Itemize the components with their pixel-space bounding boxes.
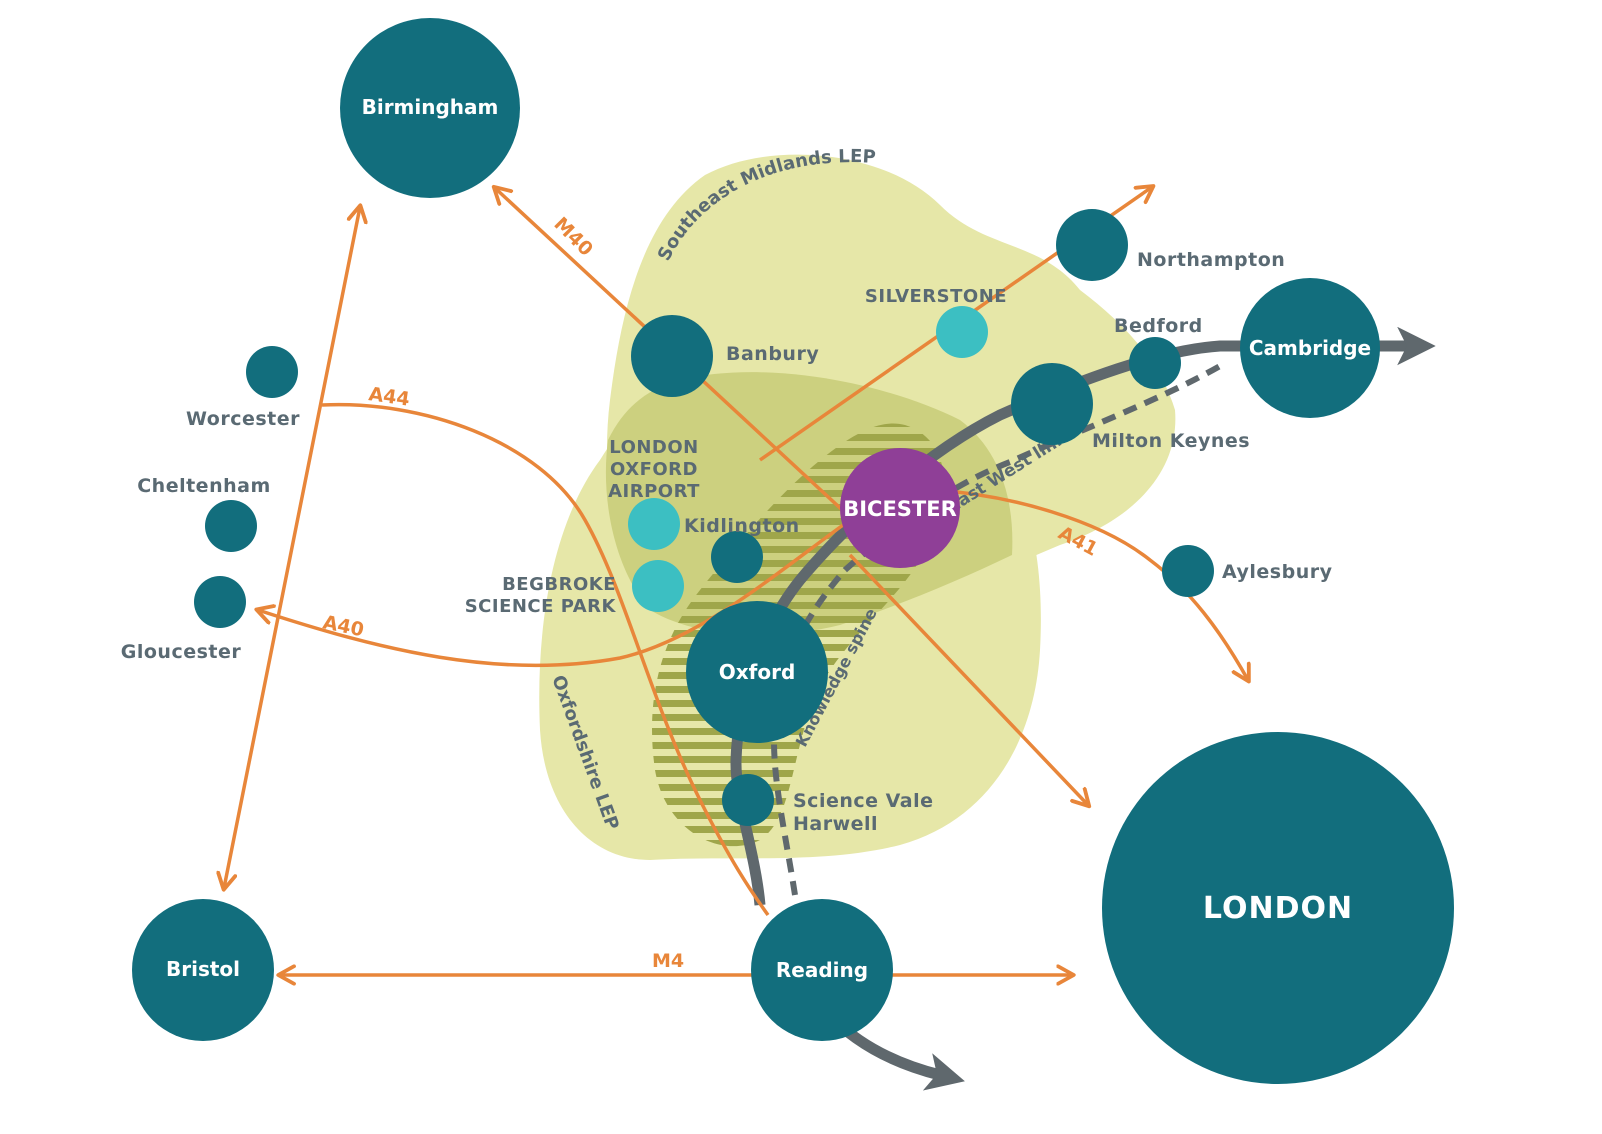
aylesbury-marker [1162, 545, 1214, 597]
road-bicester-london [848, 553, 1088, 805]
northampton-label: Northampton [1137, 249, 1285, 271]
cheltenham-label: Cheltenham [137, 475, 271, 497]
banbury-label: Banbury [726, 343, 819, 365]
road-birmingham-bristol [224, 207, 360, 888]
road-a40 [258, 518, 852, 668]
northampton-marker [1056, 209, 1128, 281]
road-a41 [934, 488, 1248, 680]
begbroke-science-park-marker [632, 560, 684, 612]
gloucester-label: Gloucester [121, 641, 242, 663]
bristol-marker [132, 899, 274, 1041]
east-west-link-dashed [771, 363, 1222, 896]
bedford-marker [1129, 337, 1181, 389]
aylesbury-label: Aylesbury [1222, 561, 1333, 583]
cambridge-marker [1240, 278, 1380, 418]
m4-label: M4 [652, 950, 684, 972]
bicester-marker [840, 448, 960, 568]
london-label: LONDON [1203, 891, 1353, 926]
worcester-marker [246, 346, 298, 398]
london-oxford-airport-marker [628, 498, 680, 550]
silverstone-marker [936, 306, 988, 358]
kidlington-marker [711, 531, 763, 583]
reading-marker [751, 899, 893, 1041]
a40-label: A40 [321, 611, 366, 641]
cheltenham-marker [205, 500, 257, 552]
bicester-label: BICESTER [843, 497, 957, 521]
reading-label: Reading [776, 958, 868, 982]
harwell-label: Harwell [793, 813, 878, 835]
bristol-label: Bristol [166, 957, 240, 981]
birmingham-label: Birmingham [362, 95, 499, 119]
london-marker [1102, 732, 1454, 1084]
oxford-marker [686, 601, 828, 743]
silverstone-label: SILVERSTONE [865, 286, 1007, 307]
london-oxford-airport-label-line1: LONDON [609, 437, 699, 458]
cambridge-label: Cambridge [1249, 336, 1371, 360]
begbroke-label-line2: SCIENCE PARK [465, 596, 617, 617]
science-vale-marker [722, 774, 774, 826]
kidlington-label: Kidlington [684, 515, 800, 537]
oxford-label: Oxford [719, 660, 796, 684]
milton-keynes-label: Milton Keynes [1092, 430, 1250, 452]
london-oxford-airport-label-line3: AIRPORT [608, 481, 700, 502]
gloucester-marker [194, 576, 246, 628]
m40-label: M40 [549, 213, 597, 261]
birmingham-marker [340, 18, 520, 198]
worcester-label: Worcester [186, 408, 300, 430]
milton-keynes-marker [1011, 363, 1093, 445]
banbury-marker [631, 315, 713, 397]
road-a44 [321, 402, 770, 917]
begbroke-label-line1: BEGBROKE [502, 574, 616, 595]
science-vale-label: Science Vale [793, 790, 934, 812]
bedford-label: Bedford [1114, 315, 1203, 337]
london-oxford-airport-label-line2: OXFORD [610, 459, 698, 480]
